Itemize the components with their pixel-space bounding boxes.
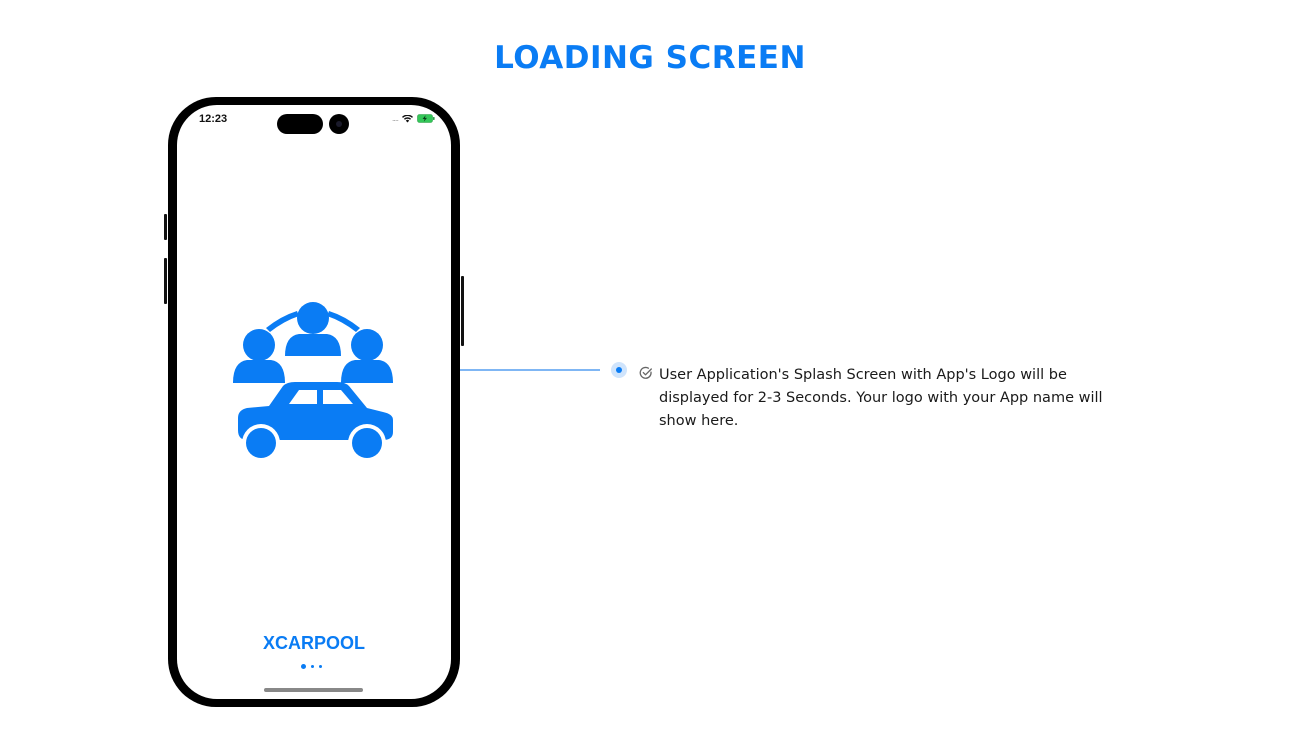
phone-power-button <box>461 276 464 346</box>
home-indicator <box>264 688 363 692</box>
app-name: XCARPOOL <box>262 633 365 653</box>
loading-dot-active <box>301 664 306 669</box>
loading-indicator <box>301 664 322 669</box>
loading-dot <box>319 665 322 668</box>
annotation-bullet <box>611 362 627 378</box>
loading-dot <box>311 665 314 668</box>
annotation-connector-line <box>460 369 600 371</box>
phone-screen: 12:23 .... <box>177 105 451 699</box>
signal-icon: .... <box>391 114 399 123</box>
status-icons: .... <box>392 114 435 123</box>
phone-mockup: 12:23 .... <box>168 97 460 707</box>
status-time: 12:23 <box>199 113 228 125</box>
wifi-icon <box>402 114 413 122</box>
carpool-logo-icon <box>233 300 395 465</box>
page-title: LOADING SCREEN <box>494 40 806 76</box>
annotation-description: User Application's Splash Screen with Ap… <box>659 367 1103 429</box>
dynamic-island <box>277 114 323 134</box>
phone-volume-button <box>164 258 167 304</box>
battery-icon <box>417 114 435 123</box>
front-camera <box>329 114 349 134</box>
phone-silent-switch <box>164 214 167 240</box>
check-circle-icon <box>639 366 652 379</box>
